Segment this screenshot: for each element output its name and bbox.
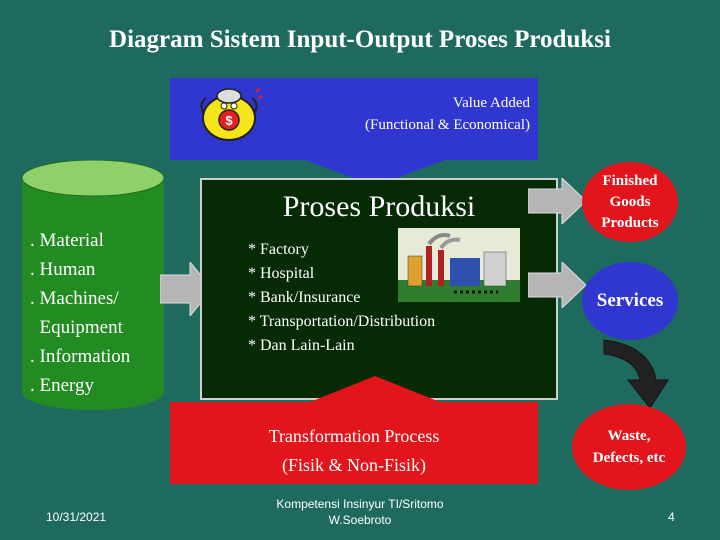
waste-line1: Waste, <box>607 428 651 444</box>
finished-goods-oval: Finished Goods Products <box>582 162 678 242</box>
waste-oval: Waste, Defects, etc <box>572 404 686 490</box>
services-oval: Services <box>582 262 678 340</box>
process-item: * Hospital <box>248 265 315 282</box>
transformation-arrow <box>305 376 445 404</box>
input-list: . Material . Human . Machines/ Equipment… <box>30 226 130 400</box>
process-item: * Transportation/Distribution <box>248 313 436 330</box>
money-bag-icon: $ <box>200 87 262 141</box>
input-cylinder <box>22 160 164 410</box>
svg-text:$: $ <box>225 113 233 128</box>
value-added-line1: Value Added <box>452 95 530 111</box>
value-added-label: Value Added (Functional & Economical) <box>365 92 530 136</box>
factory-icon <box>398 228 520 302</box>
transformation-line2: (Fisik & Non-Fisik) <box>281 455 427 475</box>
input-item: Equipment <box>30 317 123 338</box>
finished-goods-line1: Finished <box>602 172 658 189</box>
process-list: * Factory * Hospital * Bank/Insurance * … <box>248 238 435 358</box>
finished-goods-line3: Products <box>601 214 659 231</box>
process-item: * Factory <box>248 241 309 258</box>
waste-curved-arrow <box>603 339 669 409</box>
page-number: 4 <box>668 510 675 524</box>
input-item: . Human <box>30 259 96 280</box>
footer-credit-line2: W.Soebroto <box>328 513 392 527</box>
finished-goods-arrow <box>528 178 586 224</box>
footer-credit-line1: Kompetensi Insinyur TI/Sritomo <box>276 497 444 511</box>
footer-credit: Kompetensi Insinyur TI/Sritomo W.Soebrot… <box>250 496 470 528</box>
transformation-box: Transformation Process (Fisik & Non-Fisi… <box>170 402 538 484</box>
input-item: . Material <box>30 230 104 251</box>
input-item: . Information <box>30 346 131 367</box>
page-title: Diagram Sistem Input-Output Proses Produ… <box>109 26 611 53</box>
input-item: . Energy <box>30 375 95 396</box>
process-title: Proses Produksi <box>282 190 476 223</box>
services-arrow <box>528 262 586 308</box>
process-item: * Dan Lain-Lain <box>248 337 355 354</box>
finished-goods-line2: Goods <box>609 193 651 210</box>
process-box: Proses Produksi * Factory * Hospital * B… <box>200 178 558 400</box>
waste-line2: Defects, etc <box>592 450 666 466</box>
transformation-line1: Transformation Process <box>268 426 440 446</box>
services-label: Services <box>596 290 664 311</box>
value-added-line2: (Functional & Economical) <box>365 117 530 133</box>
footer-date: 10/31/2021 <box>46 510 107 524</box>
input-item: . Machines/ <box>30 288 119 309</box>
transformation-label: Transformation Process (Fisik & Non-Fisi… <box>170 422 538 480</box>
process-item: * Bank/Insurance <box>248 289 361 306</box>
